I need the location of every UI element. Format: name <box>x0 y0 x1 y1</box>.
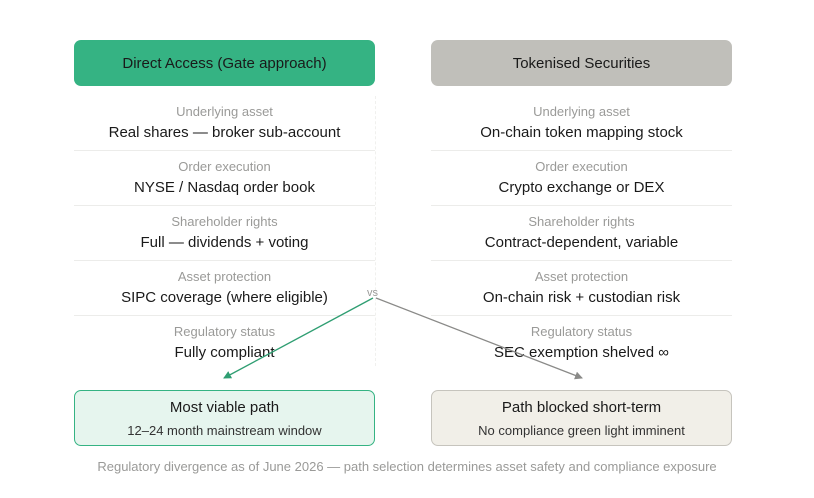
row-label: Shareholder rights <box>171 213 278 229</box>
row-value: Crypto exchange or DEX <box>498 178 665 196</box>
outcome-title: Path blocked short-term <box>501 398 662 416</box>
row-label: Underlying asset <box>176 103 273 119</box>
tokenised-securities-header: Tokenised Securities <box>431 40 732 86</box>
comparison-row: Order execution NYSE / Nasdaq order book <box>74 151 375 206</box>
row-value: Contract-dependent, variable <box>484 233 679 251</box>
arrow-to-most-viable <box>223 297 374 379</box>
row-label: Asset protection <box>534 268 629 284</box>
outcome-subtitle: No compliance green light imminent <box>478 422 685 438</box>
row-value: SIPC coverage (where eligible) <box>121 288 328 306</box>
most-viable-path-box: Most viable path 12–24 month mainstream … <box>74 390 375 446</box>
center-divider <box>375 96 376 366</box>
row-value: Fully compliant <box>174 344 275 361</box>
row-label: Regulatory status <box>530 324 633 339</box>
tokenised-securities-column: Tokenised Securities Underlying asset On… <box>431 40 732 371</box>
comparison-row: Underlying asset On-chain token mapping … <box>431 96 732 151</box>
row-value: On-chain risk + custodian risk <box>482 288 681 306</box>
comparison-row: Shareholder rights Contract-dependent, v… <box>431 206 732 261</box>
vs-label: vs <box>367 287 378 299</box>
outcome-subtitle: 12–24 month mainstream window <box>127 422 322 438</box>
row-label: Shareholder rights <box>528 213 635 229</box>
row-label: Underlying asset <box>533 103 630 119</box>
comparison-row: Shareholder rights Full — dividends + vo… <box>74 206 375 261</box>
row-value: NYSE / Nasdaq order book <box>134 178 315 196</box>
row-value: SEC exemption shelved ∞ <box>494 344 669 361</box>
row-label: Asset protection <box>177 268 272 284</box>
comparison-row: Asset protection SIPC coverage (where el… <box>74 261 375 316</box>
arrow-to-path-blocked <box>375 297 583 380</box>
row-value: Real shares — broker sub-account <box>108 123 341 141</box>
comparison-row: Order execution Crypto exchange or DEX <box>431 151 732 206</box>
comparison-row: Regulatory status Fully compliant <box>74 316 375 371</box>
path-blocked-box: Path blocked short-term No compliance gr… <box>431 390 732 446</box>
row-value: On-chain token mapping stock <box>480 123 683 141</box>
direct-access-header: Direct Access (Gate approach) <box>74 40 375 86</box>
row-value: Full — dividends + voting <box>140 233 309 251</box>
direct-access-column: Direct Access (Gate approach) Underlying… <box>74 40 375 371</box>
direct-access-rows: Underlying asset Real shares — broker su… <box>74 96 375 371</box>
comparison-row: Regulatory status SEC exemption shelved … <box>431 316 732 371</box>
footer-caption: Regulatory divergence as of June 2026 — … <box>97 459 717 474</box>
comparison-row: Asset protection On-chain risk + custodi… <box>431 261 732 316</box>
tokenised-securities-rows: Underlying asset On-chain token mapping … <box>431 96 732 371</box>
row-label: Order execution <box>535 158 628 174</box>
row-label: Regulatory status <box>173 324 276 339</box>
outcome-title: Most viable path <box>169 398 280 416</box>
comparison-row: Underlying asset Real shares — broker su… <box>74 96 375 151</box>
row-label: Order execution <box>178 158 271 174</box>
